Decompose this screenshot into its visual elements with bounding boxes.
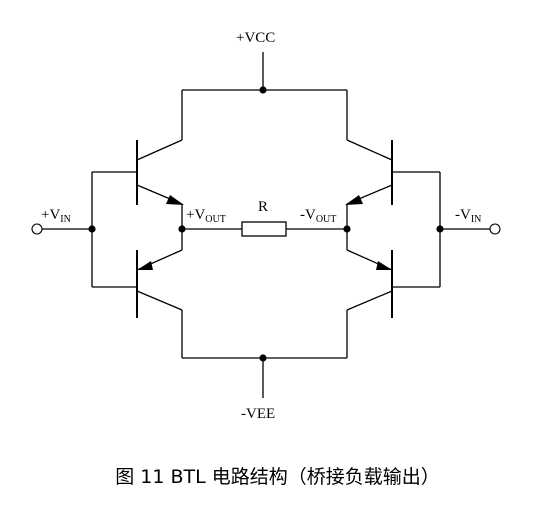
left-npn-transistor: [136, 139, 184, 205]
right-pnp-transistor: [346, 249, 393, 318]
vcc-label: +VCC: [236, 30, 275, 46]
figure-caption: 图 11 BTL 电路结构（桥接负载输出）: [115, 466, 440, 488]
vin-pos-label: +VIN: [41, 207, 71, 225]
load-resistor: [182, 221, 347, 237]
resistor-label: R: [258, 199, 268, 215]
left-pnp-emitter-arrow: [137, 261, 153, 270]
vin-neg-junction-dot: [436, 225, 444, 233]
right-pnp-emitter-arrow: [376, 261, 392, 270]
left-npn-emitter-arrow: [166, 195, 184, 205]
vin-neg-terminal: [489, 223, 501, 235]
vcc-rail: [181, 52, 348, 140]
left-pnp-transistor: [136, 249, 183, 318]
vout-neg-label: -VOUT: [300, 207, 336, 225]
vee-junction-dot: [259, 354, 267, 362]
right-npn-transistor: [345, 139, 393, 205]
vcc-junction-dot: [259, 86, 267, 94]
vin-pos-terminal: [31, 223, 43, 235]
vout-pos-junction-dot: [178, 225, 186, 233]
vin-neg-label: -VIN: [455, 207, 481, 225]
vee-label: -VEE: [241, 406, 275, 422]
vout-pos-label: +VOUT: [186, 207, 226, 225]
vout-neg-junction-dot: [343, 225, 351, 233]
btl-circuit-diagram: +VCC -VEE R +VIN +VOUT -VOUT -VIN: [31, 30, 501, 422]
right-npn-emitter-arrow: [345, 195, 363, 205]
vee-rail: [181, 310, 348, 398]
vin-pos-junction-dot: [88, 225, 96, 233]
